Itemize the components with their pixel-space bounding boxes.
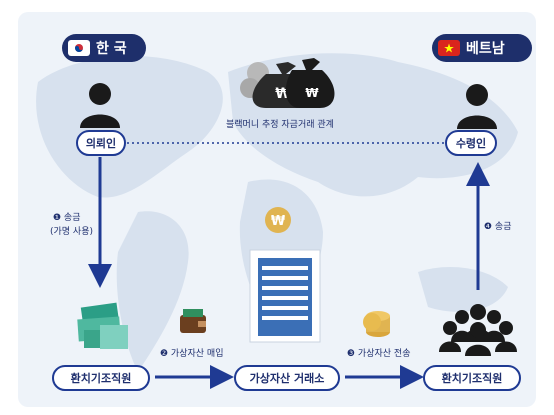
step1-sublabel: (가명 사용): [50, 227, 94, 237]
vietnam-badge: 베트남: [432, 34, 532, 62]
relation-caption: 블랙머니 추정 자금거래 관계: [226, 120, 334, 130]
korea-badge: 한 국: [62, 34, 146, 62]
cash-stack-icon: [77, 302, 128, 349]
svg-text:₩: ₩: [271, 214, 286, 229]
money-bags-icon: ₩ ₩: [240, 58, 335, 108]
vietnam-label: 베트남: [466, 41, 505, 57]
step3-label: ❸ 가상자산 전송: [347, 349, 411, 359]
agent-left-pill: 환치기조직원: [52, 365, 150, 391]
korea-flag-icon: [68, 40, 90, 56]
step1-label: ❶ 송금: [53, 213, 81, 223]
requester-pill: 의뢰인: [76, 130, 126, 156]
requester-person-icon: [80, 83, 120, 128]
step2-label: ❷ 가상자산 매입: [160, 349, 224, 359]
recipient-person-icon: [457, 84, 497, 129]
group-people-icon: [439, 304, 517, 356]
recipient-pill: 수령인: [445, 130, 497, 156]
exchange-building-icon: ₩: [249, 207, 321, 343]
step4-label: ❹ 송금: [484, 222, 512, 232]
korea-label: 한 국: [96, 41, 127, 57]
exchange-pill: 가상자산 거래소: [234, 365, 340, 391]
wallet-icon: [180, 309, 206, 333]
svg-text:₩: ₩: [305, 86, 319, 100]
agent-right-pill: 환치기조직원: [423, 365, 521, 391]
coin-stack-icon: [363, 311, 390, 337]
vietnam-flag-icon: [438, 40, 460, 56]
